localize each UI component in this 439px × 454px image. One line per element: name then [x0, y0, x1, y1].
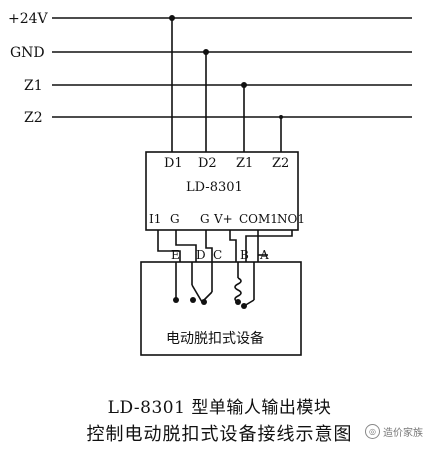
terminal-label-g1: G [170, 212, 180, 226]
junction-dot-24v [169, 15, 175, 21]
bus-label-z2: Z2 [24, 110, 43, 126]
terminal-label-d2: D2 [198, 156, 217, 171]
junction-dot-z2 [279, 115, 283, 119]
terminal-label-com1: COM1 [239, 212, 278, 226]
wire-vplus-b [229, 230, 237, 262]
device-name: 电动脱扣式设备 [166, 330, 264, 347]
terminal-dot-b [235, 299, 241, 305]
module-box [145, 151, 299, 231]
caption-line-2: 控制电动脱扣式设备接线示意图 [86, 424, 353, 445]
bus-label-gnd: GND [10, 45, 45, 61]
terminal-label-z1: Z1 [236, 156, 253, 171]
wire-i1-e [157, 230, 181, 262]
terminal-label-z2: Z2 [272, 156, 289, 171]
device-terminal-d: D [196, 248, 206, 262]
terminal-label-vplus: V+ [213, 212, 233, 226]
device-box [140, 261, 302, 356]
device-terminal-c: C [213, 248, 222, 262]
module-name: LD-8301 [186, 180, 243, 195]
contact-switch-1 [191, 284, 203, 303]
terminal-label-no1: NO1 [277, 212, 305, 226]
junction-dot-gnd [203, 49, 209, 55]
bus-label-24v: +24V [8, 11, 49, 27]
terminal-label-i1: I1 [149, 212, 161, 226]
wire-g-c [205, 230, 213, 262]
bus-label-z1: Z1 [24, 78, 43, 94]
terminal-label-d1: D1 [164, 156, 183, 171]
terminal-dot-e [173, 297, 179, 303]
terminal-label-g2: G [200, 212, 210, 226]
terminal-dot-c [201, 299, 207, 305]
watermark: ◎ 造价家族 [365, 424, 423, 439]
coil-symbol [234, 277, 242, 303]
wire-g-d [175, 230, 197, 262]
device-terminal-b: B [240, 248, 249, 262]
wire-no1 [245, 230, 293, 262]
device-terminal-a: A [259, 248, 269, 262]
watermark-text: 造价家族 [383, 428, 423, 439]
wechat-icon: ◎ [365, 424, 380, 439]
terminal-dot-a [241, 303, 247, 309]
device-terminal-e: E [171, 248, 180, 262]
caption-line-1: LD-8301 型单输人输出模块 [107, 398, 332, 418]
contact-switch-2 [203, 291, 213, 301]
terminal-dot-d [190, 297, 196, 303]
junction-dot-z1 [241, 82, 247, 88]
